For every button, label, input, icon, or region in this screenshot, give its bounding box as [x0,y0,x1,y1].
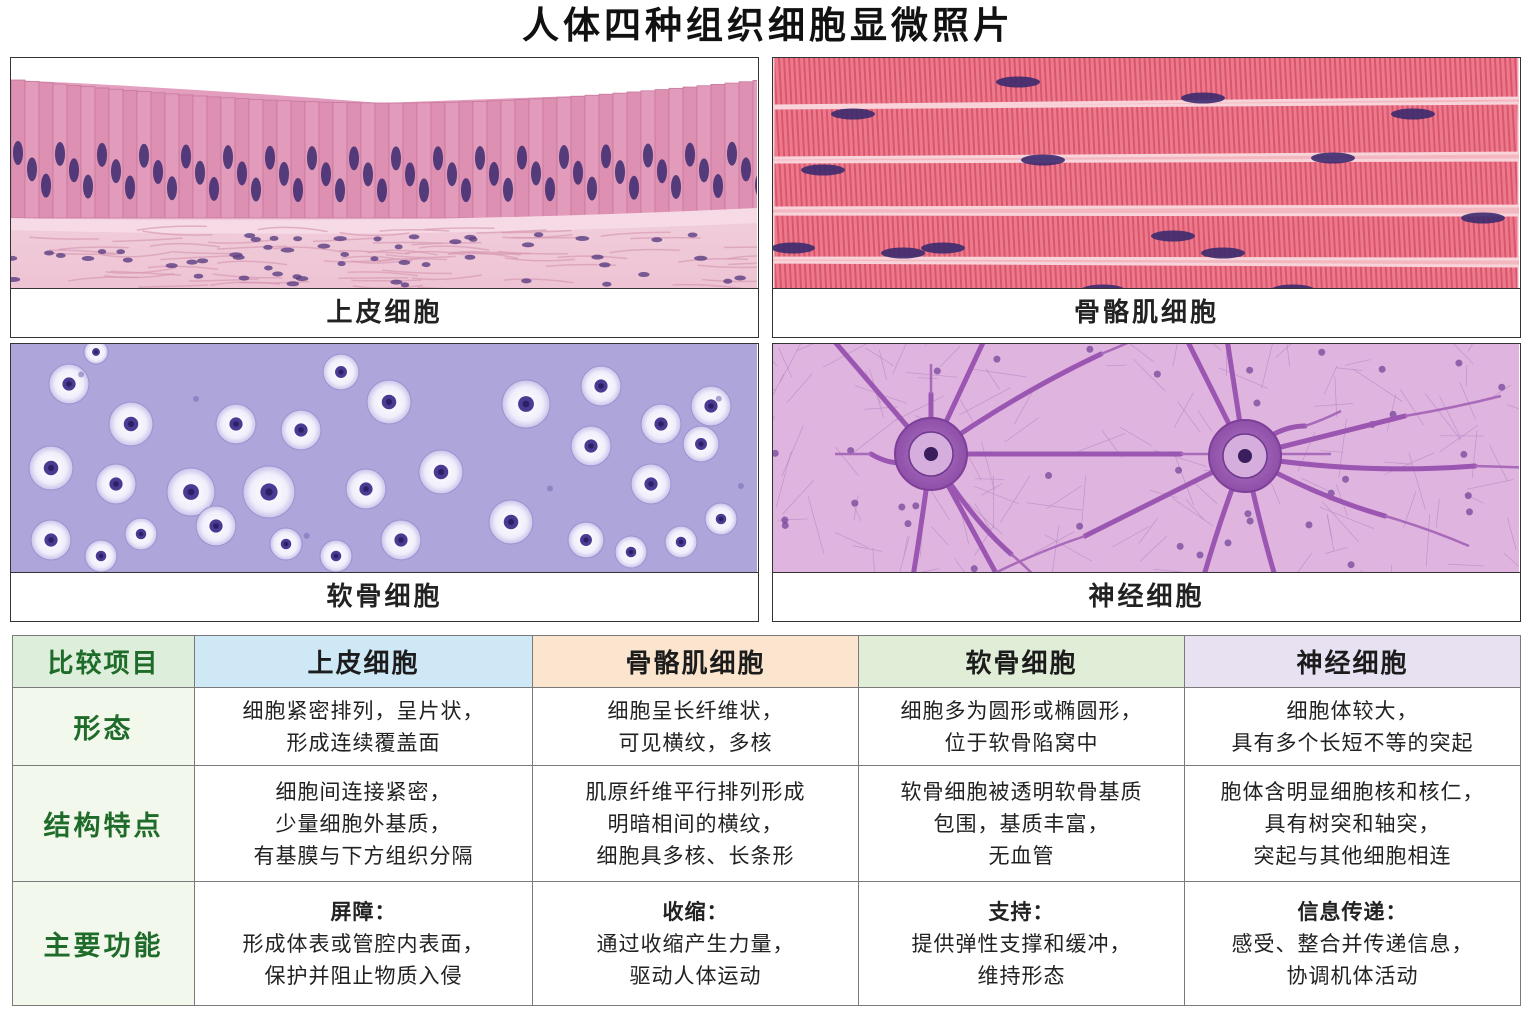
cell-line: 具有多个长短不等的突起 [1231,730,1474,755]
row-morphology-skeletal-muscle: 细胞呈长纤维状， 可见横纹，多核 [532,687,859,766]
cartilage-panel: 软骨细胞 [10,343,759,622]
row-function-cartilage: 支持： 提供弹性支撑和缓冲， 维持形态 [858,881,1185,1006]
cell-line: 提供弹性支撑和缓冲， [911,931,1132,956]
function-name: 屏障： [330,899,397,924]
cell-line: 肌原纤维平行排列形成 [585,779,806,804]
header-epithelial: 上皮细胞 [194,635,533,688]
cartilage-micrograph [11,344,757,572]
row-function: 主要功能 屏障： 形成体表或管腔内表面， 保护并阻止物质入侵 收缩： 通过收缩产生力量， 驱… [12,881,1521,1006]
epithelial-panel: 上皮细胞 [10,57,759,338]
cell-line: 少量细胞外基质， [275,811,452,836]
row-structure-cartilage: 软骨细胞被透明软骨基质包围，基质丰富， 无血管 [858,765,1185,882]
nerve-caption: 神经细胞 [773,572,1520,621]
cell-line: 细胞紧密排列，呈片状， [242,698,485,723]
cell-line: 细胞具多核、长条形 [596,843,795,868]
cell-line: 维持形态 [977,963,1066,988]
cell-line: 通过收缩产生力量， [596,931,795,956]
function-name: 信息传递： [1297,899,1408,924]
cell-line: 细胞多为圆形或椭圆形， [900,698,1143,723]
cell-line: 驱动人体运动 [629,963,762,988]
row-function-epithelial: 屏障： 形成体表或管腔内表面， 保护并阻止物质入侵 [194,881,533,1006]
cell-line: 可见横纹，多核 [618,730,773,755]
row-function-skeletal-muscle: 收缩： 通过收缩产生力量， 驱动人体运动 [532,881,859,1006]
header-nerve: 神经细胞 [1184,635,1521,688]
cell-line: 位于软骨陷窝中 [944,730,1099,755]
cartilage-caption: 软骨细胞 [11,572,758,621]
nerve-panel: 神经细胞 [772,343,1521,622]
row-function-label: 主要功能 [12,881,195,1006]
cell-line: 无血管 [988,843,1055,868]
row-morphology-epithelial: 细胞紧密排列，呈片状， 形成连续覆盖面 [194,687,533,766]
cell-line: 细胞间连接紧密， [275,779,452,804]
comparison-table: 比较项目 上皮细胞 骨骼肌细胞 软骨细胞 神经细胞 形态细胞紧密排列，呈片状，形… [12,635,1521,1006]
row-structure-skeletal-muscle: 肌原纤维平行排列形成明暗相间的横纹， 细胞具多核、长条形 [532,765,859,882]
row-structure: 结构特点 细胞间连接紧密， 少量细胞外基质， 有基膜与下方组织分隔 肌原纤维平行排列形成… [12,765,1521,882]
page-title: 人体四种组织细胞显微照片 [522,4,1014,47]
cell-line: 有基膜与下方组织分隔 [253,843,474,868]
header-compare-item: 比较项目 [12,635,195,688]
cell-line: 细胞体较大， [1286,698,1419,723]
cell-line: 感受、整合并传递信息， [1231,931,1474,956]
row-structure-label: 结构特点 [12,765,195,882]
row-structure-epithelial: 细胞间连接紧密， 少量细胞外基质， 有基膜与下方组织分隔 [194,765,533,882]
row-structure-nerve: 胞体含明显细胞核和核仁， 具有树突和轴突， 突起与其他细胞相连 [1184,765,1521,882]
cell-line: 协调机体活动 [1286,963,1419,988]
cell-line: 包围，基质丰富， [933,811,1110,836]
nerve-micrograph [773,344,1519,572]
skeletal-muscle-panel: 骨骼肌细胞 [772,57,1521,338]
cell-line: 软骨细胞被透明软骨基质 [900,779,1143,804]
row-morphology-label: 形态 [12,687,195,766]
cell-line: 明暗相间的横纹， [607,811,784,836]
cell-line: 细胞呈长纤维状， [607,698,784,723]
cell-line: 突起与其他细胞相连 [1253,843,1452,868]
header-cartilage: 软骨细胞 [858,635,1185,688]
cell-line: 形成体表或管腔内表面， [242,931,485,956]
row-morphology-cartilage: 细胞多为圆形或椭圆形， 位于软骨陷窝中 [858,687,1185,766]
cell-line: 具有树突和轴突， [1264,811,1441,836]
cell-line: 保护并阻止物质入侵 [264,963,463,988]
table-header-row: 比较项目 上皮细胞 骨骼肌细胞 软骨细胞 神经细胞 [12,635,1521,688]
function-name: 收缩： [662,899,729,924]
cell-line: 形成连续覆盖面 [286,730,441,755]
row-function-nerve: 信息传递： 感受、整合并传递信息， 协调机体活动 [1184,881,1521,1006]
skeletal-muscle-caption: 骨骼肌细胞 [773,288,1520,337]
skeletal-muscle-micrograph [773,58,1519,290]
row-morphology-nerve: 细胞体较大， 具有多个长短不等的突起 [1184,687,1521,766]
header-skeletal-muscle: 骨骼肌细胞 [532,635,859,688]
epithelial-micrograph [11,58,757,290]
epithelial-caption: 上皮细胞 [11,288,758,337]
function-name: 支持： [988,899,1055,924]
cell-line: 胞体含明显细胞核和核仁， [1220,779,1485,804]
row-morphology: 形态 细胞紧密排列，呈片状， 形成连续覆盖面 细胞呈长纤维状， 可见横纹，多核 细胞多为圆… [12,687,1521,766]
